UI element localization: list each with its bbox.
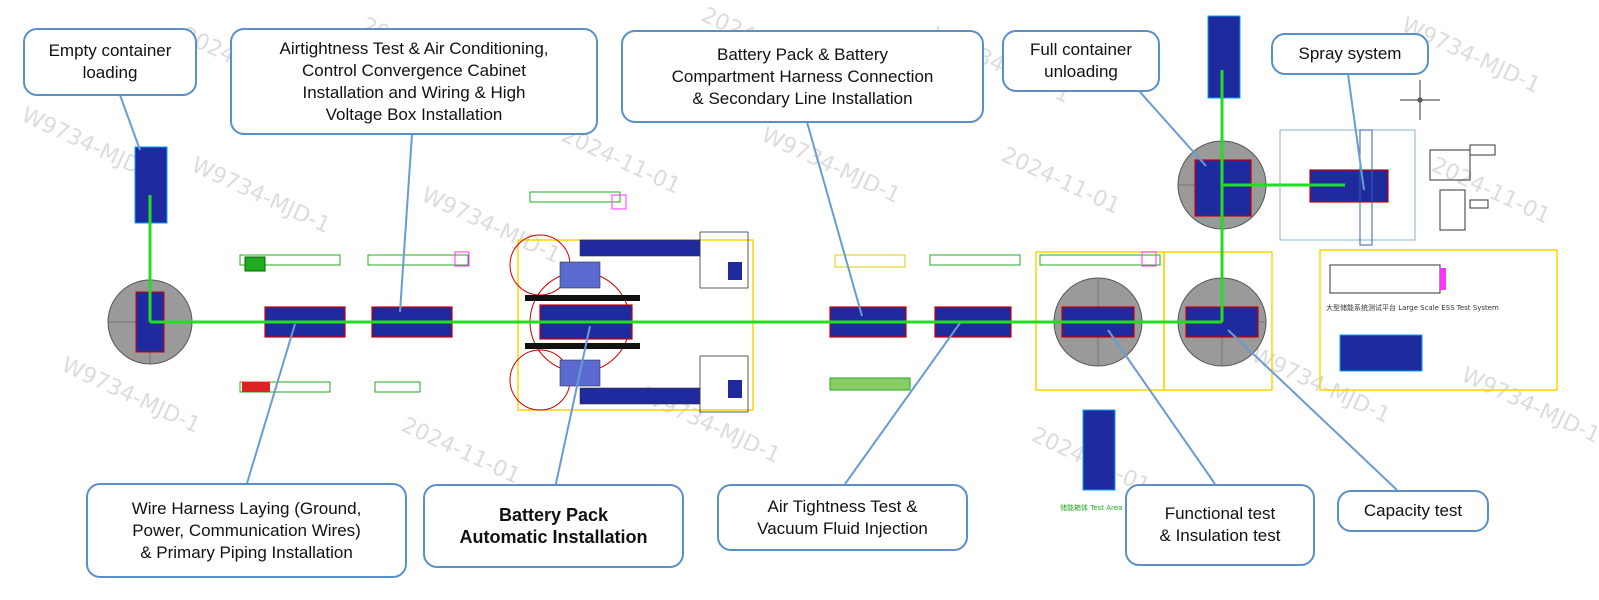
watermark-text: 2024-11-01 (397, 413, 523, 490)
robot-top (559, 261, 601, 289)
watermark-text: 2024-11-01 (997, 143, 1123, 220)
watermark-text: W9734-MJD-1 (187, 153, 334, 239)
callout-air-tightness-vacuum: Air Tightness Test & Vacuum Fluid Inject… (717, 484, 968, 551)
test-container (1339, 334, 1423, 372)
callout-airtightness-ac: Airtightness Test & Air Conditioning, Co… (230, 28, 598, 135)
watermark-text: W9734-MJD-1 (417, 183, 564, 269)
watermark-text: W9734-MJD-1 (57, 353, 204, 439)
reject-area-label: 储能箱体 Test Area (1060, 503, 1122, 512)
container-full (1207, 15, 1241, 99)
auxiliary-equipment (239, 80, 1496, 393)
watermark-text: W9734-MJD-1 (757, 123, 904, 209)
callout-empty-container-loading: Empty container loading (23, 28, 197, 96)
callout-harness-connection: Battery Pack & Battery Compartment Harne… (621, 30, 984, 123)
callout-spray-system: Spray system (1271, 33, 1429, 75)
pack-feeder-bottom (579, 387, 701, 405)
callout-full-container-unloading: Full container unloading (1002, 30, 1160, 92)
callout-functional-insulation: Functional test & Insulation test (1125, 484, 1315, 566)
conveyor-lines (148, 70, 1345, 324)
callout-wire-harness-laying: Wire Harness Laying (Ground, Power, Comm… (86, 483, 407, 578)
watermark-text: W9734-MJD-1 (1457, 363, 1599, 449)
ess-test-system-label: 大型储能系统测试平台 Large Scale ESS Test System (1326, 303, 1499, 312)
callout-capacity-test: Capacity test (1337, 490, 1489, 532)
container-reject (1082, 409, 1116, 491)
leader-lines (119, 73, 1398, 491)
pack-feeder-top (579, 239, 701, 257)
watermark-text: 2024-11-01 (1427, 153, 1553, 230)
ess-test-system-zone (1319, 249, 1558, 391)
callout-battery-pack-automatic: Battery Pack Automatic Installation (423, 484, 684, 568)
